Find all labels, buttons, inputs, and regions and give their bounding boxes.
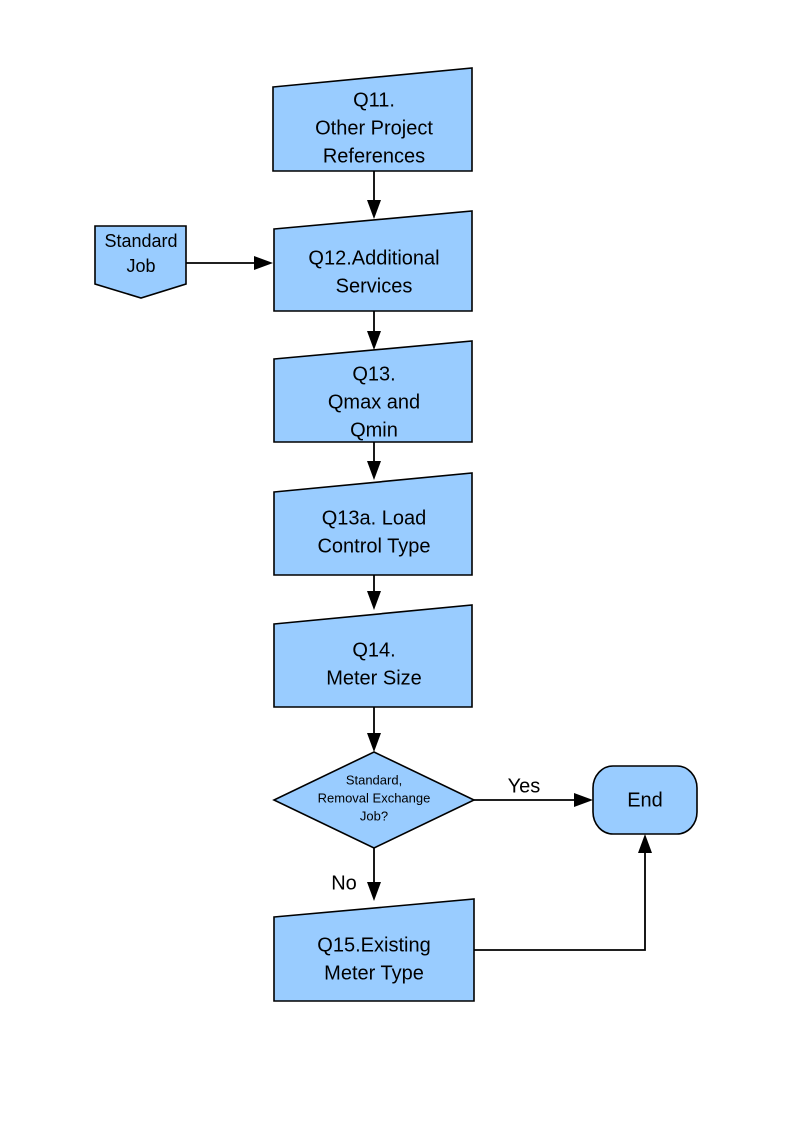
edge-standard-job-to-q12 [186,256,273,270]
edge-q11-to-q12 [367,171,381,219]
node-decision-line-2: Removal Exchange [318,790,431,805]
node-q15[interactable]: Q15.Existing Meter Type [273,898,475,1002]
node-q13a-line-1: Q13a. Load [322,507,427,529]
node-q13a-line-2: Control Type [317,535,430,557]
node-q15-line-2: Meter Type [324,962,424,984]
node-q13-shape[interactable] [273,340,473,443]
node-standard-job-shape[interactable] [94,225,187,299]
edge-label-yes: Yes [508,775,541,797]
node-q13-line-3: Qmin [350,419,398,441]
node-q11-line-3: References [323,145,425,167]
edge-label-no: No [331,872,357,894]
node-q12[interactable]: Q12.Additional Services [273,210,473,312]
node-q13-line-1: Q13. [352,363,395,385]
edge-q13-to-q13a [367,442,381,480]
node-standard-job[interactable]: Standard Job [94,225,187,299]
node-q14-line-2: Meter Size [326,667,422,689]
node-q11-line-1: Q11. [353,89,395,111]
node-q12-shape[interactable] [273,210,473,312]
node-q11-line-2: Other Project [315,117,433,139]
node-standard-job-line-1: Standard [104,231,177,251]
node-q15-line-1: Q15.Existing [317,934,430,956]
edge-decision-to-q15 [367,848,381,901]
node-q14-shape[interactable] [273,604,473,708]
edge-decision-to-end [474,793,593,807]
edge-q13a-to-q14 [367,575,381,610]
node-end-label: End [627,789,663,811]
node-end[interactable]: End [592,765,698,835]
node-q12-line-1: Q12.Additional [308,247,439,269]
edge-q12-to-q13 [367,311,381,350]
node-decision-line-3: Job? [360,808,388,823]
node-end-shape[interactable] [592,765,698,835]
node-q11-shape[interactable] [272,67,473,172]
node-q12-line-2: Services [336,275,413,297]
node-standard-job-line-2: Job [126,256,155,276]
node-q11[interactable]: Q11. Other Project References [272,67,473,172]
node-decision-line-1: Standard, [346,772,402,787]
node-q13a[interactable]: Q13a. Load Control Type [273,472,473,576]
node-q13-line-2: Qmax and [328,391,420,413]
node-q14-line-1: Q14. [352,639,395,661]
node-q13a-shape[interactable] [273,472,473,576]
node-decision-shape[interactable] [272,751,476,849]
node-q13[interactable]: Q13. Qmax and Qmin [273,340,473,443]
node-q15-shape[interactable] [273,898,475,1002]
node-decision[interactable]: Standard, Removal Exchange Job? [272,751,476,849]
edge-q15-to-end [474,834,652,951]
node-q14[interactable]: Q14. Meter Size [273,604,473,708]
edge-q14-to-decision [367,707,381,752]
